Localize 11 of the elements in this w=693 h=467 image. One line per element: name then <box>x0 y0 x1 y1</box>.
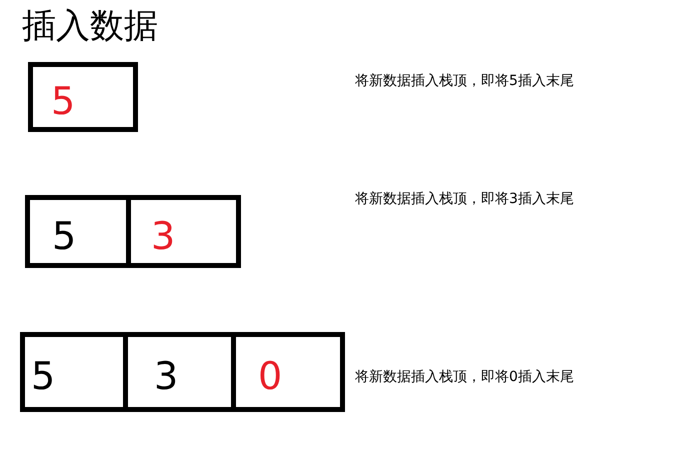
step-note: 将新数据插入栈顶，即将5插入末尾 <box>355 72 574 90</box>
stack-value: 5 <box>51 82 76 120</box>
stack-value: 3 <box>154 357 178 395</box>
stack-value: 5 <box>31 357 56 395</box>
step-note: 将新数据插入栈顶，即将0插入末尾 <box>355 368 574 386</box>
stack-value: 0 <box>258 357 282 395</box>
stack-cell <box>28 62 138 132</box>
stack-value: 5 <box>52 217 76 255</box>
title: 插入数据 <box>22 8 158 46</box>
step-note: 将新数据插入栈顶，即将3插入末尾 <box>355 190 574 208</box>
stack-value: 3 <box>151 217 176 255</box>
